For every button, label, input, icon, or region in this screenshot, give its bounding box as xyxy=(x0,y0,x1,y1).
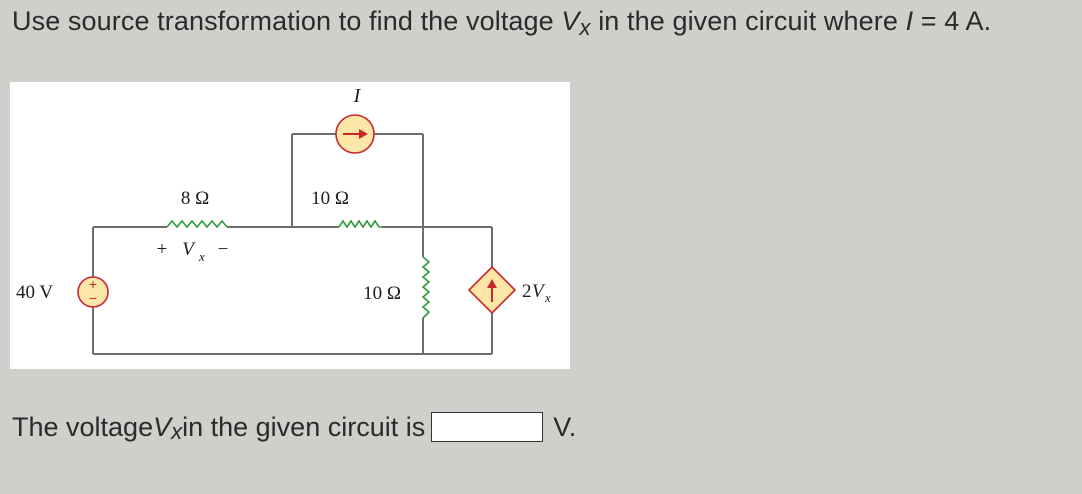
question-middle: in the given circuit where xyxy=(590,6,906,36)
question-var: V xyxy=(561,6,580,36)
circuit-diagram: + − 40 V 8 Ω 10 Ω 10 Ω I + V x − 2 V xyxy=(16,85,551,355)
resistor-10-ohm-top-label: 10 Ω xyxy=(311,188,349,209)
vx-plus-sign: + xyxy=(157,239,168,260)
answer-var: V xyxy=(153,412,172,442)
answer-prefix: The voltage xyxy=(12,412,154,442)
question-var-sub: x xyxy=(579,15,591,40)
source-voltage-label: 40 V xyxy=(16,282,53,303)
question-prefix: Use source transformation to find the vo… xyxy=(12,6,562,36)
current-source-label: I xyxy=(353,85,362,107)
wires xyxy=(92,133,493,355)
resistor-8-ohm xyxy=(166,219,228,229)
dependent-current-source-icon xyxy=(467,265,517,315)
voltage-source-icon: + − xyxy=(77,276,109,308)
source-minus-sign: − xyxy=(89,290,97,306)
question-text: Use source transformation to find the vo… xyxy=(12,4,991,40)
answer-var-sub: x xyxy=(171,419,183,444)
dependent-source-var: V xyxy=(532,281,546,302)
vx-minus-sign: − xyxy=(218,239,229,260)
dependent-source-coefficient: 2 xyxy=(522,281,532,302)
answer-input[interactable] xyxy=(431,412,544,442)
question-suffix: = 4 A. xyxy=(913,6,992,36)
dependent-source-var-sub: x xyxy=(544,290,551,305)
circuit-figure: + − 40 V 8 Ω 10 Ω 10 Ω I + V x − 2 V xyxy=(10,82,570,369)
resistor-10-ohm-right-label: 10 Ω xyxy=(363,283,401,304)
resistor-10-ohm-horizontal xyxy=(338,219,382,229)
question-current-symbol: I xyxy=(905,6,914,36)
vx-label-sub: x xyxy=(198,249,205,264)
source-plus-sign: + xyxy=(89,276,97,292)
current-source-icon xyxy=(335,114,375,154)
answer-unit: V. xyxy=(553,412,577,442)
vx-label: V xyxy=(182,239,196,260)
resistor-8-ohm-label: 8 Ω xyxy=(181,188,209,209)
answer-middle: in the given circuit is xyxy=(182,412,426,442)
resistor-10-ohm-vertical xyxy=(421,256,431,319)
